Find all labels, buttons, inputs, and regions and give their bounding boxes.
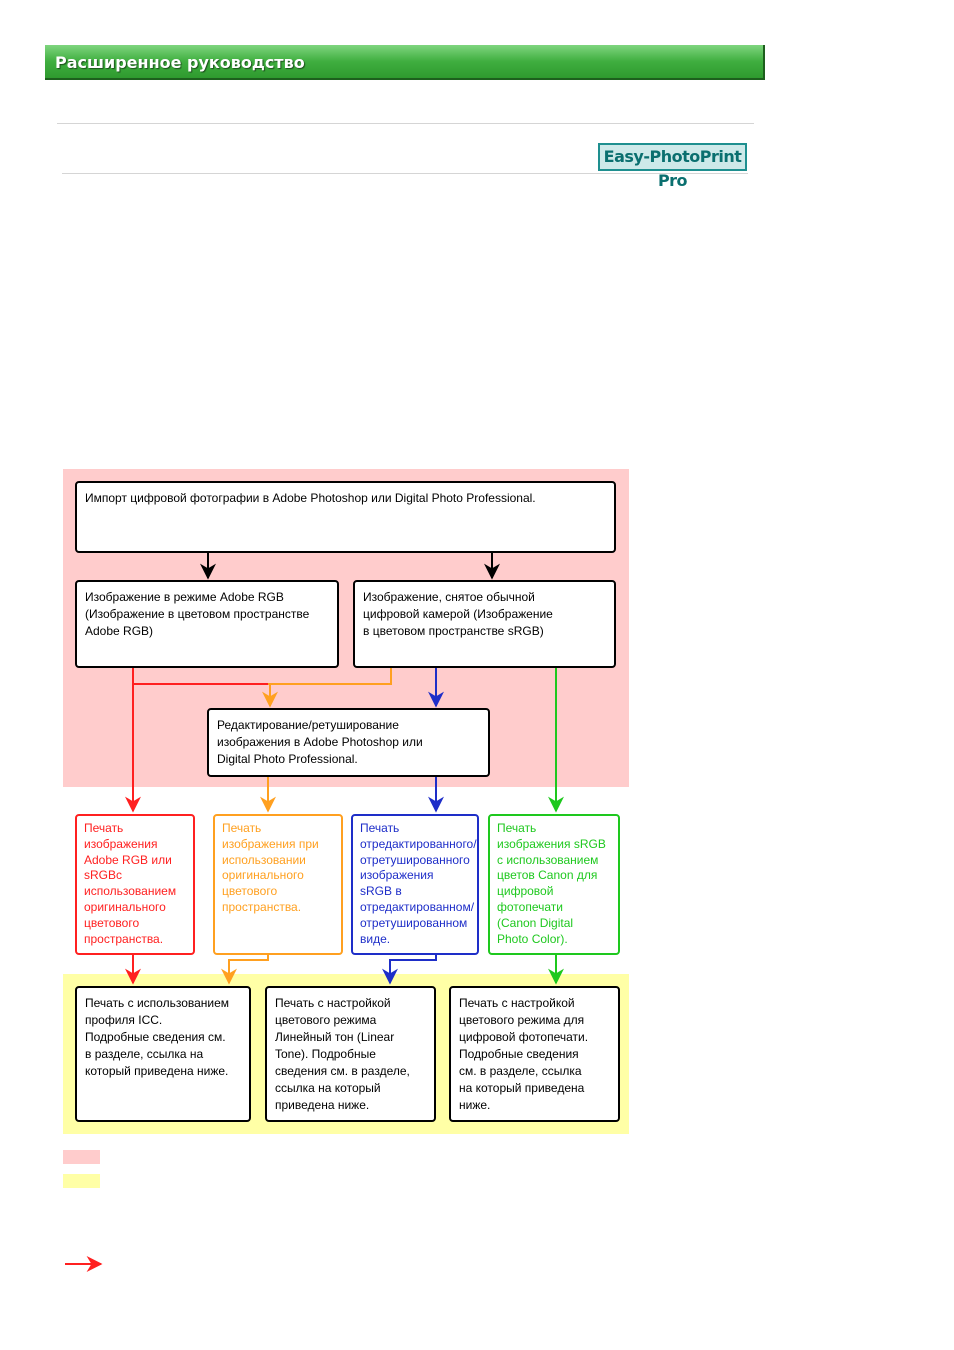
easy-photoprint-logo[interactable]: Easy-PhotoPrint Pro bbox=[598, 143, 747, 190]
divider-top bbox=[57, 123, 754, 124]
header-title: Расширенное руководство bbox=[55, 53, 305, 72]
divider-bottom bbox=[62, 173, 748, 174]
box-print-canon-green: Печать изображения sRGB с использованием… bbox=[488, 814, 620, 955]
box-method-digital-photo: Печать с настройкой цветового режима для… bbox=[449, 986, 620, 1122]
box-adobe-rgb-image: Изображение в режиме Adobe RGB (Изображе… bbox=[75, 580, 339, 668]
box-edit-retouch: Редактирование/ретуширование изображения… bbox=[207, 708, 490, 777]
header-banner: Расширенное руководство bbox=[45, 45, 765, 80]
box-print-original-red: Печать изображения Adobe RGB или sRGBс и… bbox=[75, 814, 195, 955]
box-import: Импорт цифровой фотографии в Adobe Photo… bbox=[75, 481, 616, 553]
arrow-orange-icc bbox=[221, 954, 269, 985]
box-print-original-orange: Печать изображения при использовании ори… bbox=[213, 814, 343, 955]
box-method-icc: Печать с использованием профиля ICC. Под… bbox=[75, 986, 251, 1122]
legend-yellow-swatch bbox=[63, 1174, 100, 1188]
box-srgb-image: Изображение, снятое обычной цифровой кам… bbox=[353, 580, 616, 668]
box-print-edited-blue: Печать отредактированного/ отретуширован… bbox=[351, 814, 479, 955]
line-orange-srgb bbox=[268, 667, 392, 685]
arrow-blue-linear bbox=[382, 954, 437, 985]
box-method-linear-tone: Печать с настройкой цветового режима Лин… bbox=[265, 986, 436, 1122]
legend-pink-swatch bbox=[63, 1150, 100, 1164]
